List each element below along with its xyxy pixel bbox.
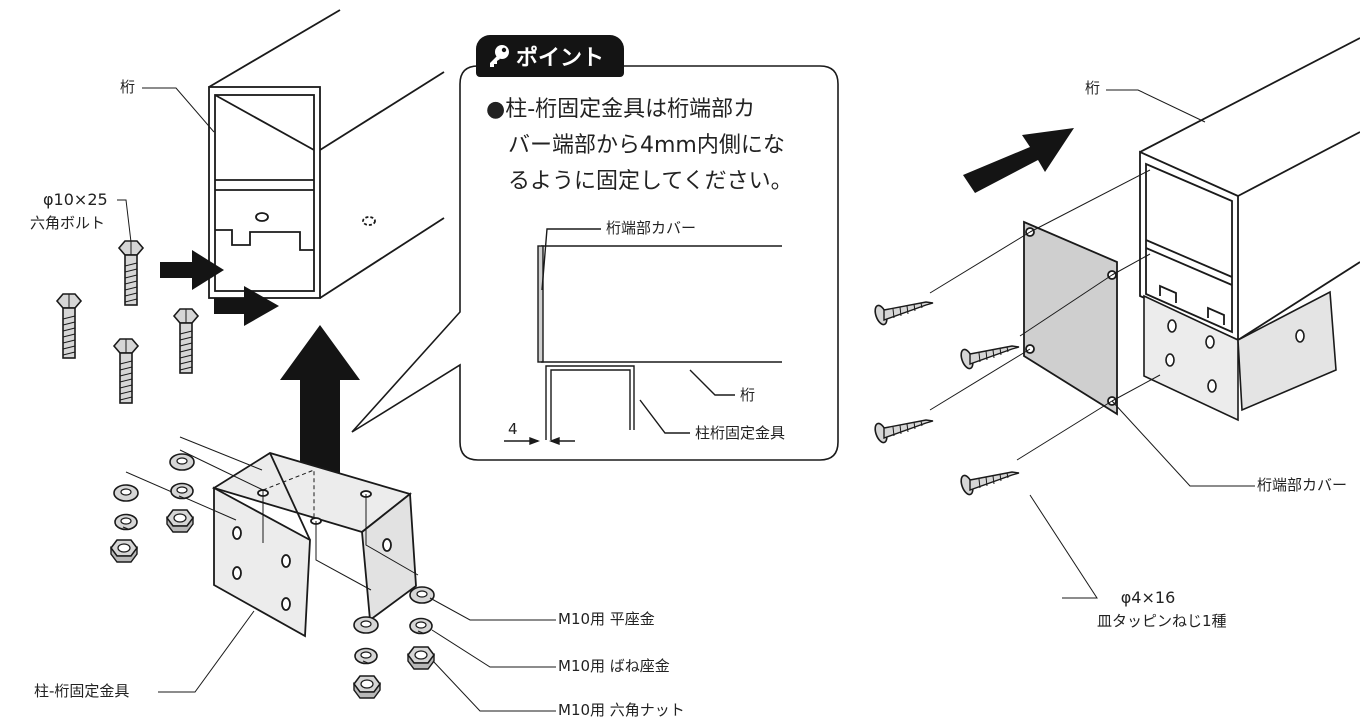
point-instruction: ●柱-桁固定金具は桁端部カ バー端部から4mm内側にな るように固定してください… [486,92,826,200]
point-detail-figure [504,228,782,446]
left-insert-arrows [160,250,279,326]
point-tab: ポイント [476,35,624,77]
end-cover-label: 桁端部カバー [1257,476,1348,494]
right-beam [1139,37,1360,342]
screw-type-label: 皿タッピンねじ1種 [1097,612,1227,630]
point-text-line-3: るように固定してください。 [508,169,793,194]
hex-nut-label: M10用 六角ナット [558,701,685,719]
right-guide-lines [929,89,1255,599]
point-tab-label: ポイント [516,46,605,71]
left-leaders [117,87,556,712]
bolt-size-label: φ10×25 [43,190,108,209]
spring-washer-label: M10用 ばね座金 [558,657,670,675]
point-text-line-2: バー端部から4mm内側にな [508,133,785,158]
point-text-line-1: ●柱-桁固定金具は桁端部カ [486,97,756,122]
screw-size-label: φ4×16 [1120,588,1176,607]
right-bracket [1143,290,1337,422]
right-direction-arrow [963,128,1074,193]
left-beam-label: 桁 [120,78,136,96]
flat-washer-label: M10用 平座金 [558,610,655,628]
detail-beam-label: 桁 [740,386,756,404]
detail-end-cover-label: 桁端部カバー [606,219,697,237]
key-icon [490,45,509,67]
left-up-arrow [280,325,360,475]
bolt-type-label: 六角ボルト [30,214,106,232]
post-beam-bracket [211,452,417,638]
detail-dimension-label: 4 [508,420,518,438]
bracket-label: 柱-桁固定金具 [34,682,130,700]
detail-bracket-label: 柱桁固定金具 [695,424,786,442]
right-beam-label: 桁 [1085,79,1101,97]
left-beam [208,0,445,299]
right-end-cover [1023,220,1118,416]
tapping-screws [872,301,1020,497]
